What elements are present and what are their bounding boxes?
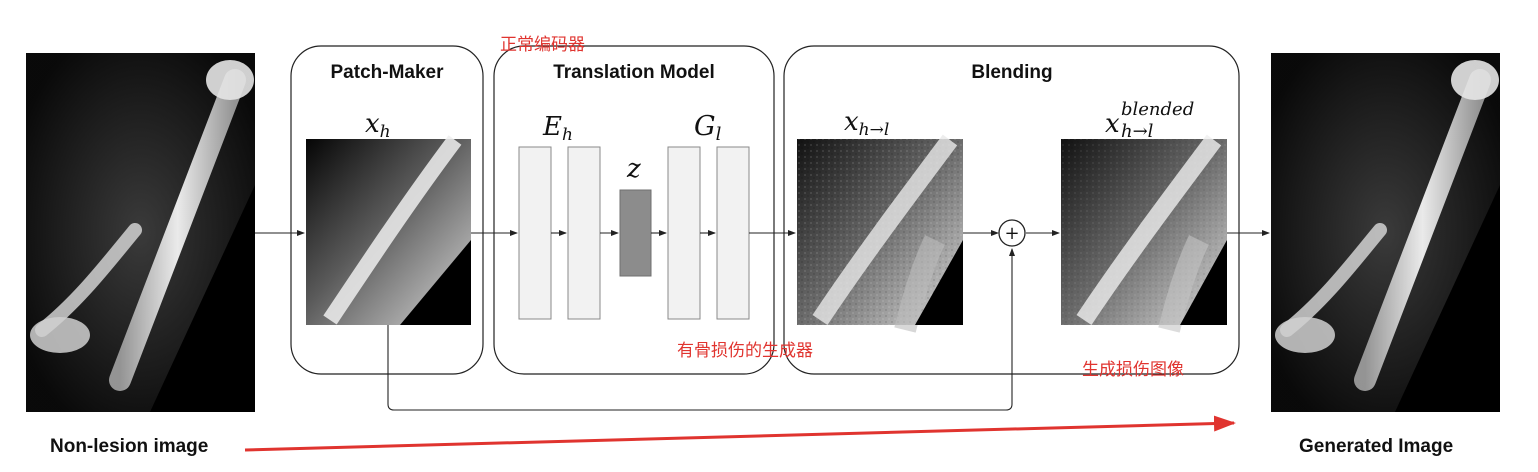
x-h-to-l-label: xh→l [844,107,889,140]
blended-superscript: blended [1121,99,1194,120]
sum-node: + [998,219,1026,247]
generator-label: Gl [694,111,722,145]
translation-model-title: Translation Model [553,62,715,83]
x-blended-label: x [1105,109,1120,139]
blended-subscript: h→l [1121,121,1154,142]
encoder-label: Eh [542,112,573,145]
encoder-layer-1 [518,146,552,320]
latent-z-block [619,189,652,277]
blended-patch-image [1061,134,1227,333]
translated-patch-image [797,134,963,333]
encoder-layer-2 [567,146,601,320]
patch-xh-image [306,135,471,325]
patch-maker-title: Patch-Maker [331,62,445,83]
generated-xray-image [1271,53,1500,412]
translation-model-box [493,45,775,375]
latent-z-label: z [626,154,641,184]
output-caption: Generated Image [1299,436,1453,457]
generator-layer-2 [716,146,750,320]
patch-maker-box [290,45,484,375]
xh-label: xh [365,109,391,142]
input-caption: Non-lesion image [50,436,208,457]
red-annotation-arrow [244,415,1236,452]
annotation-normal-encoder: 正常编码器 [500,35,585,55]
svg-text:+: + [1004,223,1019,244]
blending-title: Blending [971,62,1052,83]
annotation-generated-lesion: 生成损伤图像 [1082,360,1184,380]
annotation-lesion-generator: 有骨损伤的生成器 [677,341,813,361]
generator-layer-1 [667,146,701,320]
skip-connection-arrow [387,248,1015,411]
input-xray-image [26,53,255,412]
